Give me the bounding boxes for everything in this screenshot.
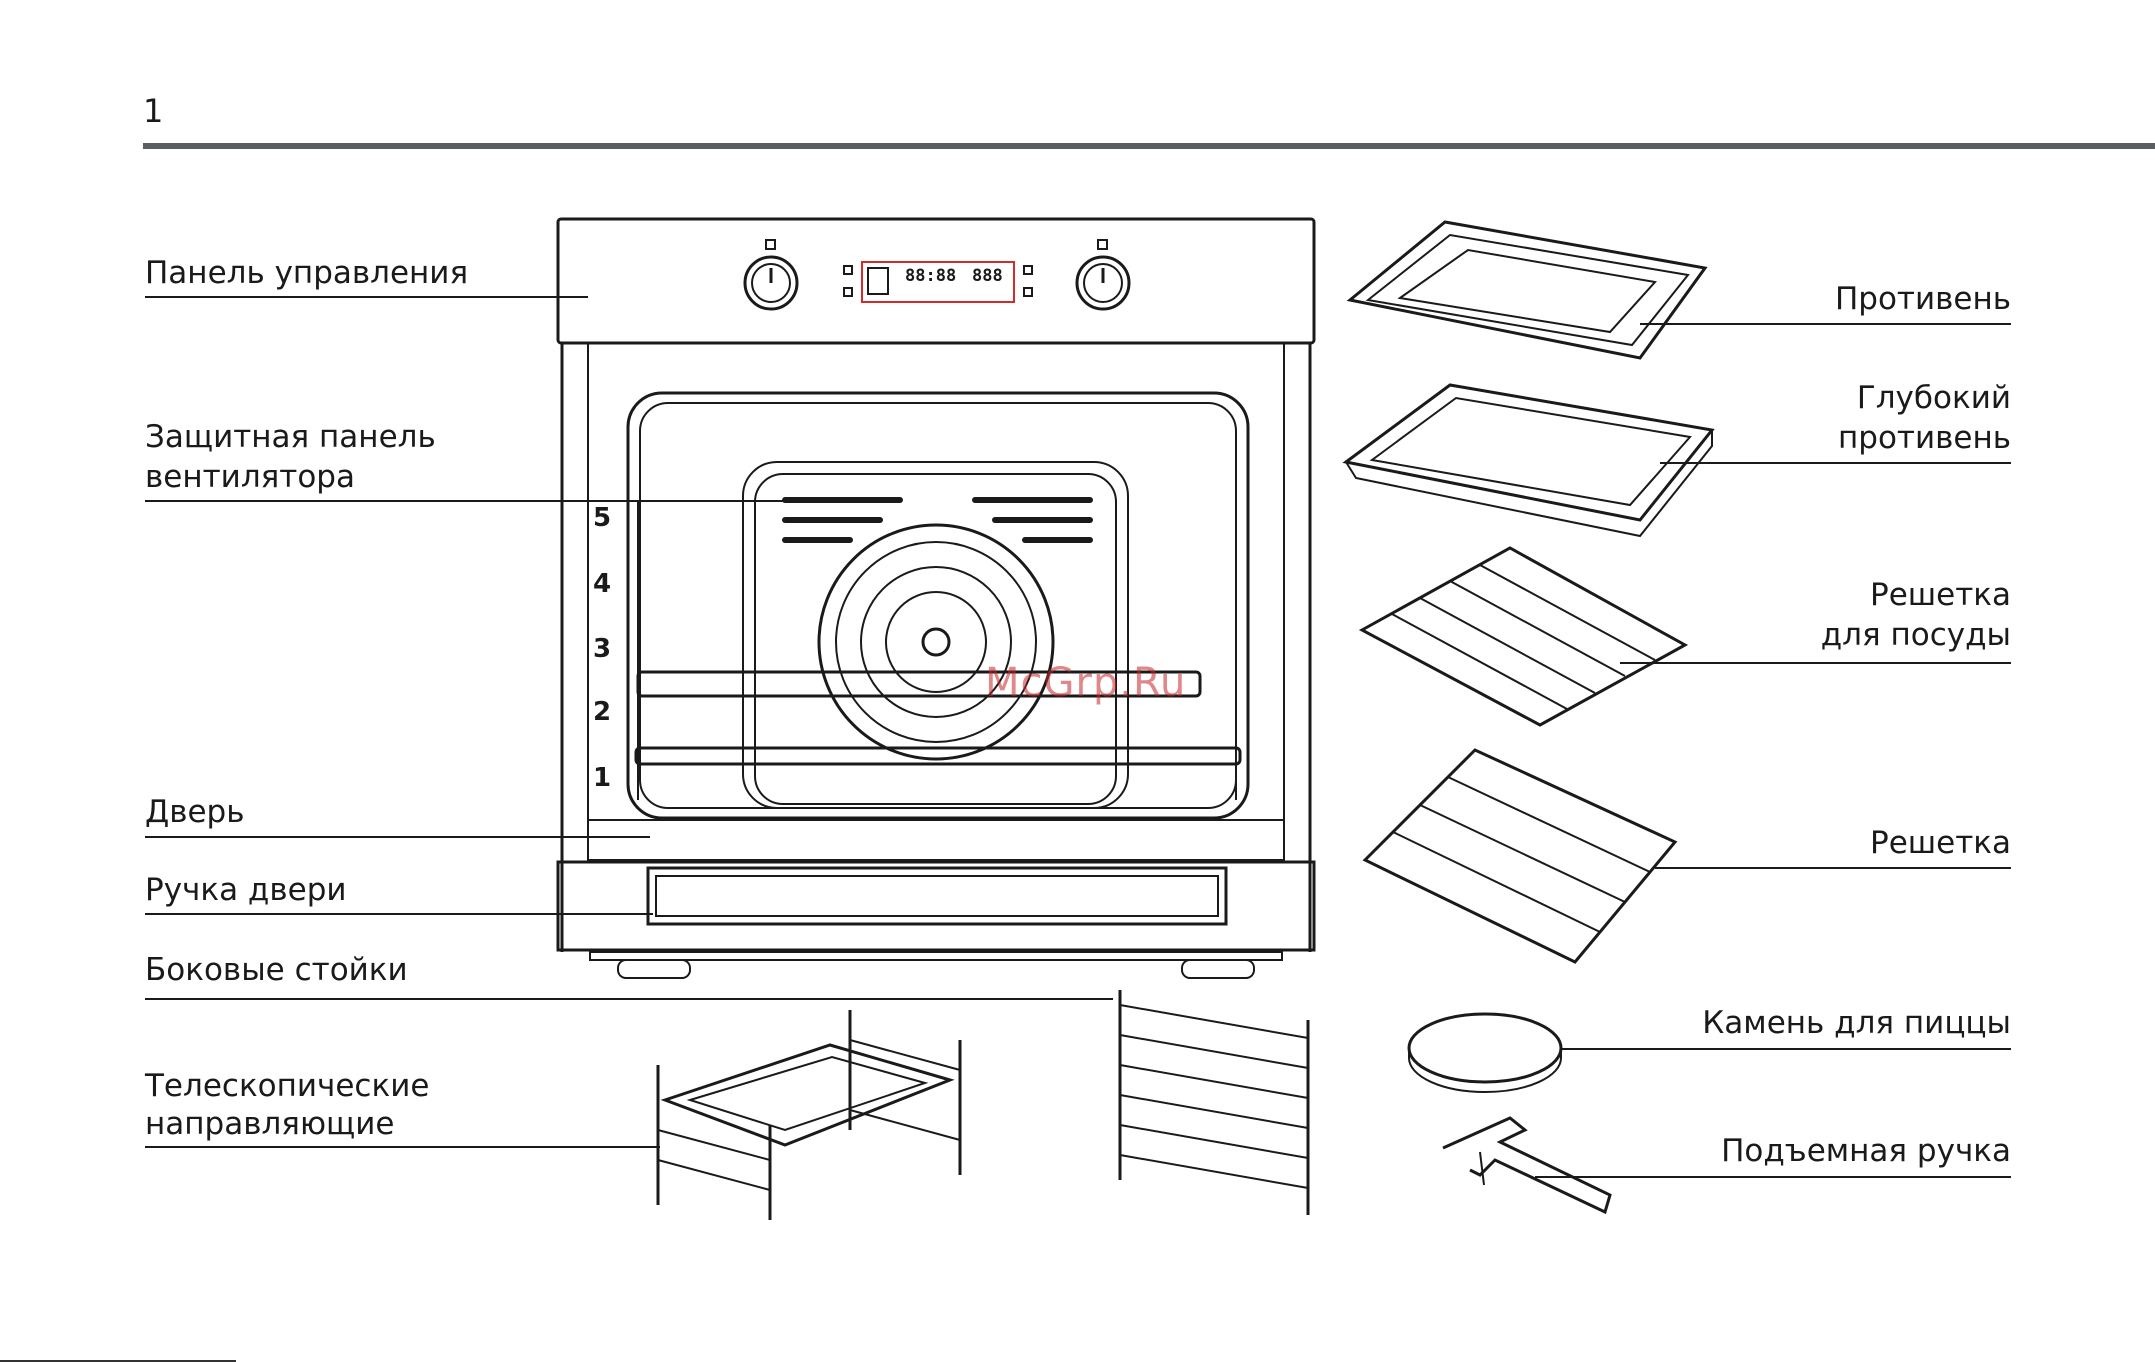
oven-illustration	[558, 219, 1314, 978]
rack-level-5: 5	[593, 503, 611, 533]
fan-guard-panel	[743, 462, 1128, 808]
side-racks-illustration	[1120, 990, 1308, 1215]
grill-rack-illustration	[1365, 750, 1675, 962]
rack-level-1: 1	[593, 763, 611, 793]
telescopic-rails-illustration	[658, 1010, 960, 1220]
display-temp: 888	[972, 266, 1003, 286]
rack-level-2: 2	[593, 697, 611, 727]
baking-tray-illustration	[1350, 222, 1705, 358]
rack-level-4: 4	[593, 569, 611, 599]
watermark: McGrp.Ru	[985, 660, 1186, 706]
rack-level-3: 3	[593, 634, 611, 664]
dish-rack-illustration	[1362, 548, 1685, 725]
deep-tray-illustration	[1346, 385, 1712, 536]
oven-door	[588, 820, 1284, 860]
oven-cavity	[628, 393, 1248, 818]
lifting-handle-illustration	[1443, 1118, 1610, 1212]
display-time: 88:88	[905, 266, 956, 286]
fan-icon	[819, 525, 1053, 759]
wire-shelf	[636, 748, 1240, 764]
pizza-stone-illustration	[1409, 1014, 1561, 1092]
